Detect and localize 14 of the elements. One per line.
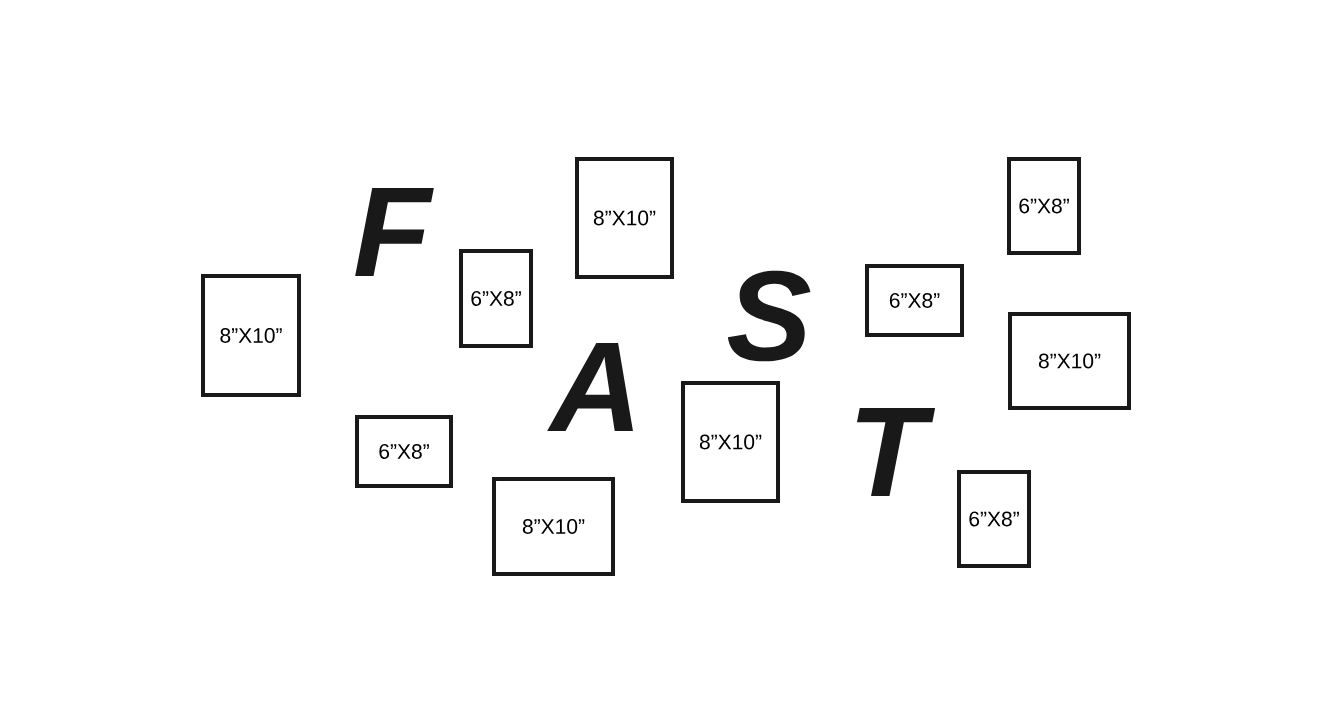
picture-frame: 8”X10” xyxy=(681,381,780,503)
picture-frame: 6”X8” xyxy=(459,249,533,348)
picture-frame: 8”X10” xyxy=(1008,312,1131,410)
picture-frame: 6”X8” xyxy=(1007,157,1081,255)
picture-frame: 8”X10” xyxy=(201,274,301,397)
big-letter: S xyxy=(727,270,811,362)
picture-frame: 6”X8” xyxy=(957,470,1031,568)
big-letter: A xyxy=(547,342,633,432)
picture-frame: 8”X10” xyxy=(492,477,615,576)
big-letter: F xyxy=(355,187,434,277)
big-letter: T xyxy=(857,407,936,497)
picture-frame: 8”X10” xyxy=(575,157,674,279)
picture-frame: 6”X8” xyxy=(355,415,453,488)
picture-frame: 6”X8” xyxy=(865,264,964,337)
